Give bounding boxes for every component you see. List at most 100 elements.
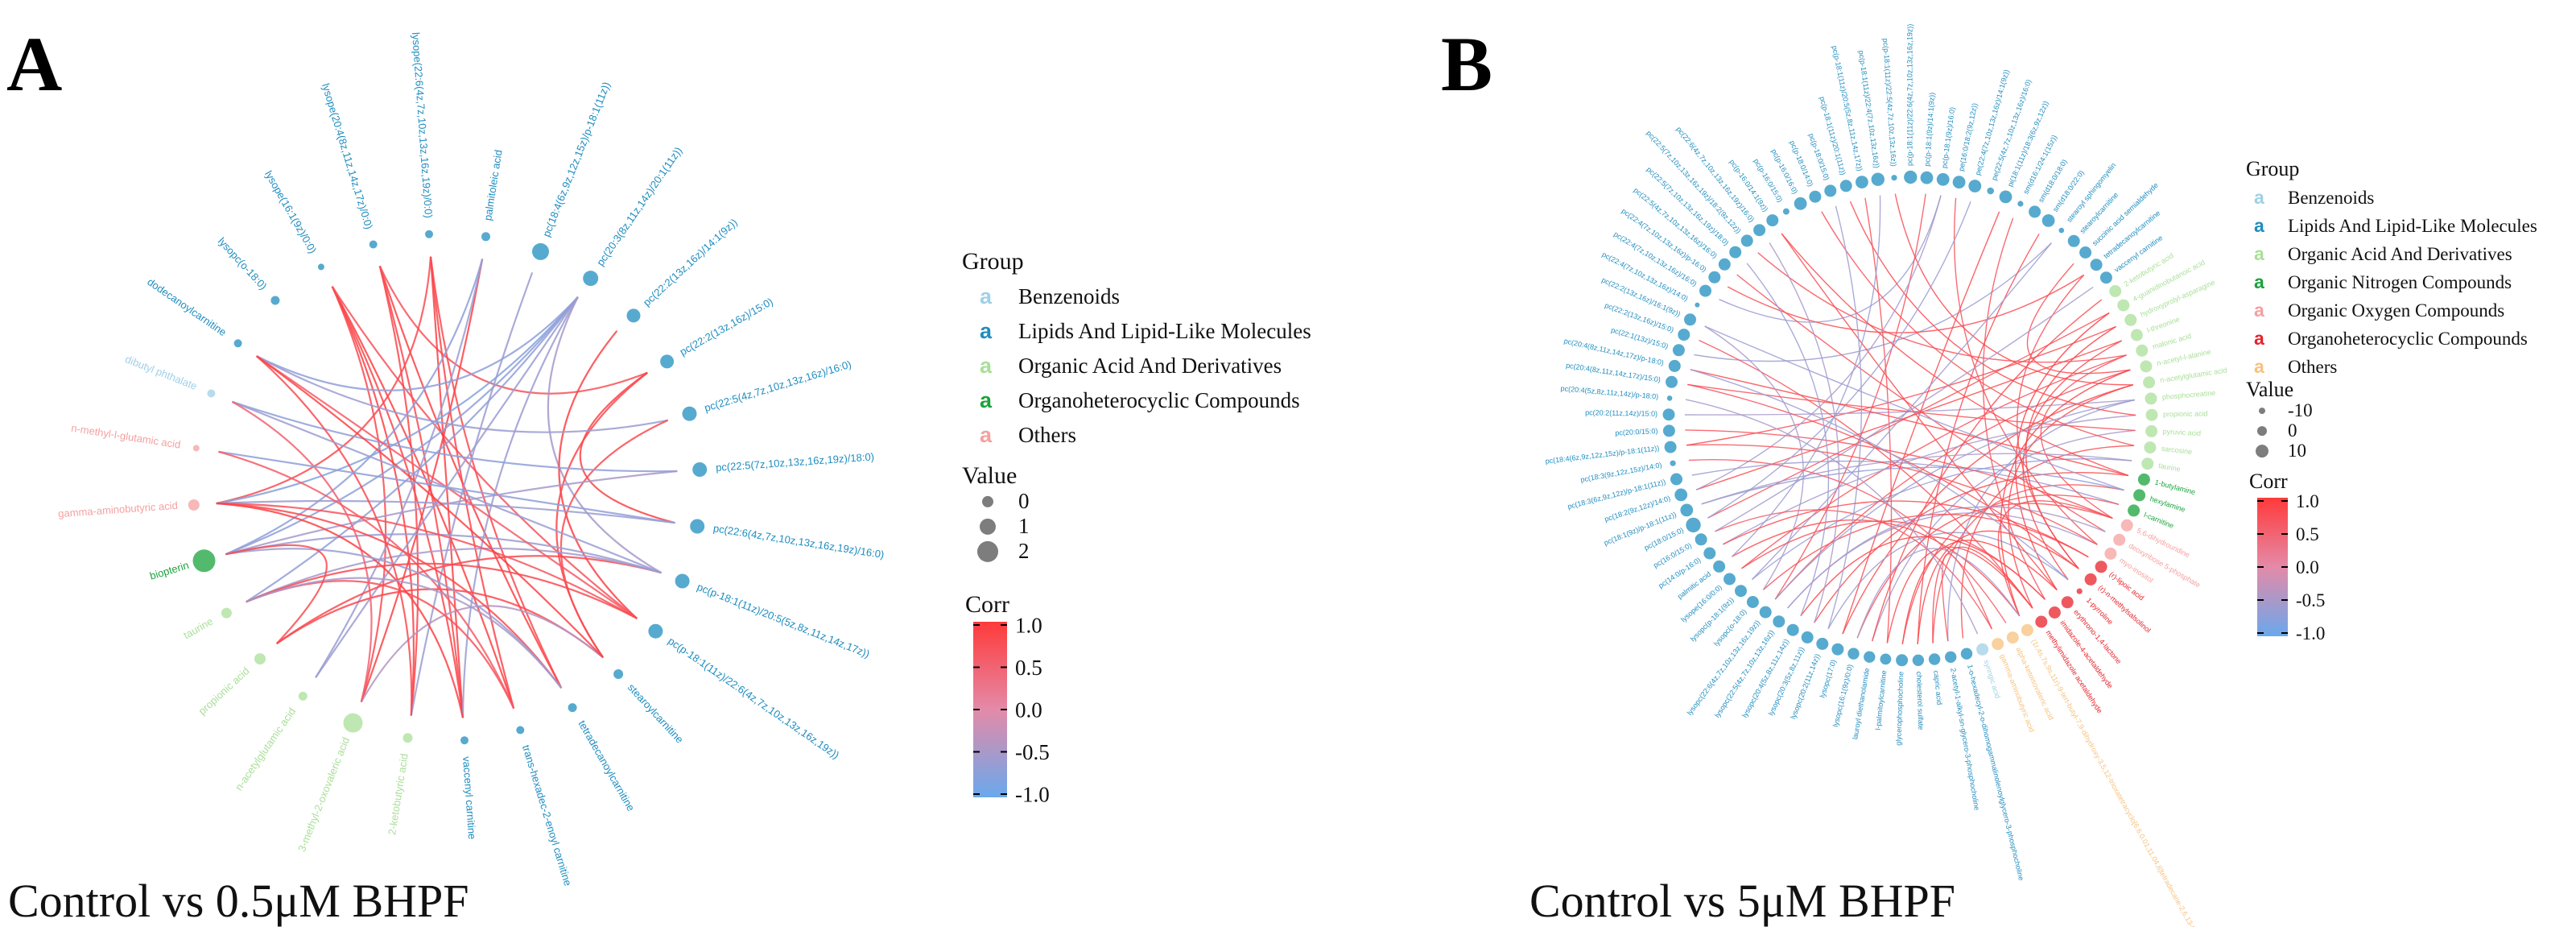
positive-correlation-link [216,256,432,505]
node-dot [2099,271,2112,284]
node-dot [2130,329,2143,341]
node-label: dodecanoylcarnitine [145,275,229,338]
node-label: syringic acid [1983,659,2002,699]
legend-group-title: Group [962,248,1024,275]
positive-correlation-link [2022,340,2123,581]
legend-value-label: 10 [2288,441,2306,461]
colorbar-tick-label: 1.0 [1015,613,1042,637]
node-dot [1936,172,1950,186]
positive-correlation-link [1736,274,2106,532]
node-label: l-threonine [2146,315,2181,334]
node-dot [1674,488,1688,502]
negative-correlation-link [1723,414,2136,545]
positive-correlation-link [360,259,484,702]
positive-correlation-link [1982,217,2046,600]
node-label: pc(22:6(4z,7z,10z,13z,16z,19z)/16:0) [712,522,885,561]
legend-value-label: 1 [1018,514,1030,538]
negative-correlation-link [1719,195,1942,323]
node-dot [2067,234,2080,247]
legend-group-glyph-icon: a [980,319,993,343]
node-dot [2136,344,2149,357]
node-dot [1856,176,1868,189]
legend-group-glyph-icon: a [2254,271,2264,292]
legend-value-title: Value [962,462,1017,489]
colorbar-tick-label: -1.0 [2296,623,2325,644]
negative-correlation-link [246,577,563,689]
positive-correlation-link [1699,339,2033,609]
positive-correlation-link [256,355,604,659]
node-dot [1976,643,1989,656]
node-dot [1920,171,1934,184]
positive-correlation-link [559,419,669,659]
positive-correlation-link [378,266,464,718]
node-dot [1864,651,1876,663]
node-label: lysopc(o-18:0) [216,235,270,292]
node-dot [192,445,200,452]
legend-value-dot [980,518,996,535]
negative-correlation-link [1787,506,2106,609]
node-dot [2145,424,2158,437]
node-dot [369,240,378,249]
node-dot [2141,457,2154,470]
legend-group-glyph-icon: a [980,284,993,308]
node-dot [2124,313,2137,326]
node-dot [1759,606,1772,619]
positive-correlation-link [1781,233,2129,477]
node-label: n-methyl-l-glutamic acid [70,422,181,451]
node-dot [626,308,641,323]
node-dot [1670,473,1682,486]
legend-group-glyph-icon: a [980,354,993,378]
negative-correlation-link [256,355,668,433]
legend-group-label: Lipids And Lipid-Like Molecules [1018,319,1311,343]
legend-group-glyph-icon: a [980,388,993,412]
node-dot [1816,637,1829,650]
positive-correlation-link [246,562,638,619]
node-dot [532,242,549,260]
node-dot [402,733,413,743]
node-dot [2109,285,2122,297]
node-label: lysopc(17:0) [1818,659,1838,699]
node-dot [1839,180,1852,192]
colorbar-tick-label: -1.0 [1015,782,1050,806]
positive-correlation-link [1960,445,2135,639]
node-dot [1729,246,1742,259]
node-label: sarcosine [2161,445,2192,456]
node-dot [675,573,690,589]
node-label: (r)-n-methylsalsolinol [2097,584,2153,635]
node-dot [425,230,433,238]
legend-value-title: Value [2246,378,2293,401]
node-label: pc(p-18:1(11z)/22:6(4z,7z,10z,13z,16z,19… [666,635,841,761]
node-dot [2079,246,2092,259]
legend-corr-title: Corr [965,591,1009,618]
legend-value-dot [977,540,998,562]
positive-correlation-link [1732,519,2021,617]
node-dot [460,736,469,745]
positive-correlation-link [429,256,563,689]
node-label: gamma-aminobutyric acid [58,499,179,519]
positive-correlation-link [1997,500,2113,617]
legend-group-label: Organoheterocyclic Compounds [1018,388,1300,412]
node-dot [1753,224,1766,237]
node-dot [1766,214,1779,227]
node-dot [1786,623,1799,636]
negative-correlation-link [1774,399,2136,600]
node-dot [1999,190,2013,204]
positive-correlation-link [216,502,563,689]
node-dot [2035,615,2048,628]
legend-value-dot [2256,445,2268,458]
legend-group-label: Benzenoids [1018,284,1120,308]
positive-correlation-link [429,256,515,709]
colorbar-tick-label: 0.5 [2296,524,2319,544]
legend-group-label: Organoheterocyclic Compounds [2288,329,2528,349]
negative-correlation-link [1701,466,2124,505]
node-dot [2117,299,2130,312]
node-label: lysope(20:4(8z,11z,14z,17z)/0:0) [320,82,375,231]
legend-group-glyph-icon: a [2254,328,2264,349]
legend-group-label: Organic Acid And Derivatives [2288,244,2512,264]
positive-correlation-link [378,266,419,716]
node-dot [1662,408,1675,421]
positive-correlation-link [1872,299,2103,642]
node-dot [2145,408,2158,421]
